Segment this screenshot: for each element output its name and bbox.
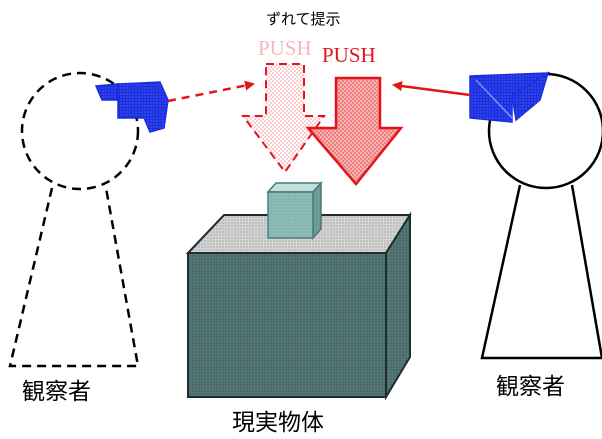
real-object-label: 現実物体 (232, 410, 324, 435)
displacement-caption: ずれて提示 (266, 12, 341, 28)
observer-left-label: 観察者 (22, 379, 91, 404)
observer-right-label: 観察者 (496, 374, 565, 399)
push-label: PUSH (322, 43, 376, 67)
virtual-cube (266, 181, 323, 240)
gaze-arrow-left (167, 80, 255, 103)
real-object-box (185, 211, 412, 401)
ghost-push-label: PUSH (258, 36, 312, 60)
hmd-device-left (94, 81, 169, 133)
observer-left-head (20, 71, 140, 191)
observer-left-body (8, 187, 140, 368)
hmd-device-right (469, 71, 551, 123)
gaze-arrow-right (392, 81, 471, 97)
push-arrow (305, 76, 404, 186)
observer-right-body (480, 184, 602, 360)
observer-left (8, 71, 140, 368)
ghost-push-arrow (241, 63, 326, 174)
